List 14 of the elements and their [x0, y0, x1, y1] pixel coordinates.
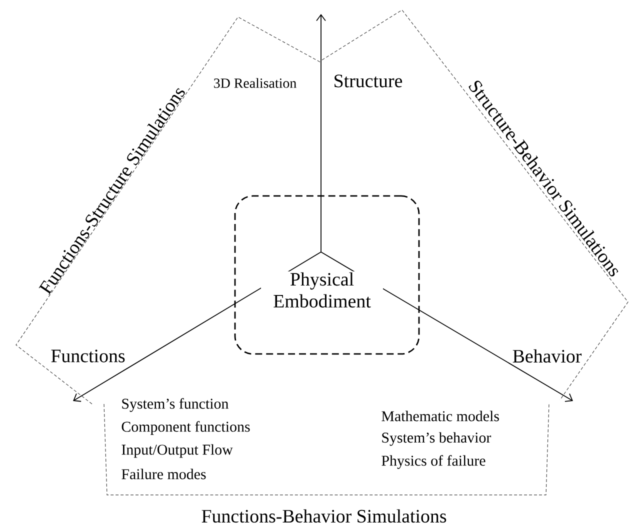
- list-item: System’s behavior: [382, 432, 492, 446]
- embodiment-box: [234, 195, 420, 355]
- list-item: Component functions: [122, 421, 250, 435]
- axis-label-note: 3D Realisation: [214, 78, 296, 88]
- axis-label: Functions: [51, 350, 125, 362]
- list-item: Failure modes: [122, 468, 206, 480]
- axis-label: Behavior: [512, 349, 582, 363]
- axis-label: Structure: [334, 74, 402, 88]
- list-item: Mathematic models: [382, 410, 499, 422]
- node-label: Physical Embodiment: [274, 272, 371, 308]
- list-item: Input/Output Flow: [122, 444, 233, 458]
- region-title: Functions-Behavior Simulations: [202, 509, 446, 523]
- list-item: Physics of failure: [382, 455, 486, 469]
- list-item: System’s function: [122, 398, 228, 412]
